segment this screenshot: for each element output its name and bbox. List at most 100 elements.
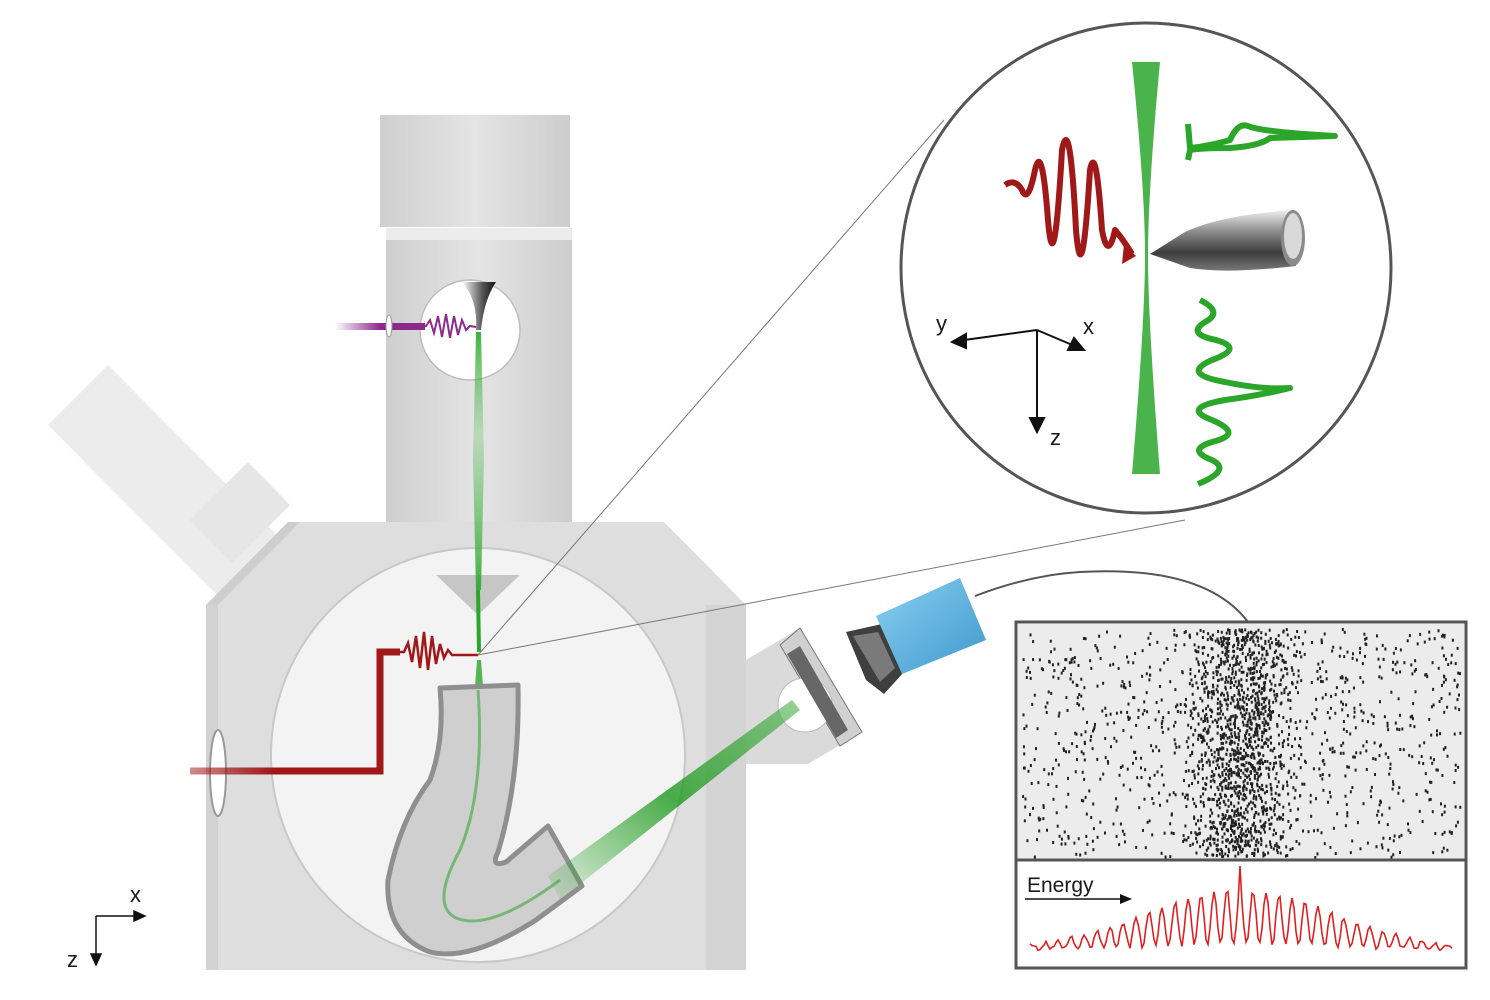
electron-count-dot xyxy=(1123,682,1126,686)
electron-count-dot xyxy=(1056,824,1059,828)
electron-count-dot xyxy=(1237,641,1240,645)
electron-count-dot xyxy=(1453,781,1456,784)
electron-count-dot xyxy=(1274,649,1277,653)
electron-count-dot xyxy=(1267,723,1269,726)
electron-count-dot xyxy=(1166,658,1169,661)
electron-count-dot xyxy=(1234,726,1236,729)
electron-count-dot xyxy=(1241,630,1244,634)
electron-count-dot xyxy=(1221,851,1224,855)
energy-label: Energy xyxy=(1027,874,1094,897)
electron-count-dot xyxy=(1086,720,1088,724)
electron-count-dot xyxy=(1257,841,1260,845)
electron-count-dot xyxy=(1381,813,1384,817)
electron-count-dot xyxy=(1159,803,1161,807)
electron-count-dot xyxy=(1255,682,1258,686)
electron-count-dot xyxy=(1440,802,1442,806)
electron-count-dot xyxy=(1257,697,1260,701)
electron-count-dot xyxy=(1207,632,1210,636)
electron-count-dot xyxy=(1235,715,1238,719)
electron-count-dot xyxy=(1225,702,1228,706)
electron-count-dot xyxy=(1281,817,1284,821)
electron-count-dot xyxy=(1450,661,1453,665)
electron-count-dot xyxy=(1453,732,1456,736)
electron-count-dot xyxy=(1238,628,1241,632)
electron-count-dot xyxy=(1077,664,1080,667)
electron-count-dot xyxy=(1346,765,1349,769)
electron-count-dot xyxy=(1080,750,1083,754)
electron-count-dot xyxy=(1459,672,1461,676)
electron-count-dot xyxy=(1201,699,1204,703)
electron-count-dot xyxy=(1446,848,1449,852)
electron-count-dot xyxy=(1261,745,1264,749)
electron-count-dot xyxy=(1249,736,1252,740)
electron-count-dot xyxy=(1263,697,1266,701)
electron-count-dot xyxy=(1235,660,1238,664)
electron-count-dot xyxy=(1222,660,1225,664)
electron-count-dot xyxy=(1216,803,1218,807)
electron-count-dot xyxy=(1281,787,1284,791)
electron-count-dot xyxy=(1124,840,1126,844)
electron-count-dot xyxy=(1140,776,1143,779)
electron-count-dot xyxy=(1057,763,1060,767)
electron-count-dot xyxy=(1411,714,1414,718)
electron-count-dot xyxy=(1194,728,1197,732)
electron-count-dot xyxy=(1200,717,1203,721)
electron-count-dot xyxy=(1256,838,1259,842)
electron-count-dot xyxy=(1231,748,1234,752)
electron-count-dot xyxy=(1407,828,1410,832)
electron-count-dot xyxy=(1235,751,1238,755)
electron-count-dot xyxy=(1279,653,1282,657)
electron-count-dot xyxy=(1256,724,1259,727)
electron-count-dot xyxy=(1251,672,1254,675)
electron-count-dot xyxy=(1220,795,1223,799)
electron-count-dot xyxy=(1226,748,1229,752)
electron-count-dot xyxy=(1211,826,1214,830)
electron-count-dot xyxy=(1172,832,1175,835)
electron-count-dot xyxy=(1237,643,1240,647)
electron-count-dot xyxy=(1029,670,1031,674)
electron-count-dot xyxy=(1312,767,1315,771)
electron-count-dot xyxy=(1065,805,1068,809)
electron-count-dot xyxy=(1155,701,1158,704)
electron-count-dot xyxy=(1390,855,1393,859)
electron-count-dot xyxy=(1403,661,1406,665)
electron-count-dot xyxy=(1095,646,1098,650)
electron-count-dot xyxy=(1281,745,1284,749)
electron-count-dot xyxy=(1243,708,1246,712)
electron-count-dot xyxy=(1432,703,1435,707)
electron-count-dot xyxy=(1300,753,1303,757)
electron-count-dot xyxy=(1192,769,1195,773)
electron-count-dot xyxy=(1370,713,1373,717)
electron-count-dot xyxy=(1156,640,1159,644)
electron-count-dot xyxy=(1249,763,1252,767)
electron-count-dot xyxy=(1063,748,1065,752)
electron-count-dot xyxy=(1221,813,1224,817)
electron-count-dot xyxy=(1160,698,1163,702)
electron-count-dot xyxy=(1297,669,1300,673)
electron-count-dot xyxy=(1252,796,1255,800)
electron-count-dot xyxy=(1105,713,1108,717)
electron-count-dot xyxy=(1276,800,1279,804)
electron-count-dot xyxy=(1289,706,1292,710)
electron-count-dot xyxy=(1227,649,1230,653)
electron-count-dot xyxy=(1252,734,1255,738)
electron-count-dot xyxy=(1221,835,1224,839)
electron-count-dot xyxy=(1151,749,1154,753)
electron-count-dot xyxy=(1158,749,1161,753)
electron-count-dot xyxy=(1216,843,1219,847)
electron-count-dot xyxy=(1241,646,1244,650)
electron-count-dot xyxy=(1432,687,1435,691)
electron-count-dot xyxy=(1281,654,1283,658)
electron-count-dot xyxy=(1362,711,1365,715)
electron-count-dot xyxy=(1260,631,1263,635)
electron-count-dot xyxy=(1096,649,1099,653)
electron-count-dot xyxy=(1341,690,1344,694)
electron-count-dot xyxy=(1384,752,1387,756)
electron-count-dot xyxy=(1392,651,1395,655)
electron-count-dot xyxy=(1193,643,1196,647)
electron-count-dot xyxy=(1239,845,1242,849)
electron-count-dot xyxy=(1140,756,1143,760)
electron-count-dot xyxy=(1227,854,1229,858)
electron-count-dot xyxy=(1160,764,1163,768)
electron-count-dot xyxy=(1196,764,1199,768)
